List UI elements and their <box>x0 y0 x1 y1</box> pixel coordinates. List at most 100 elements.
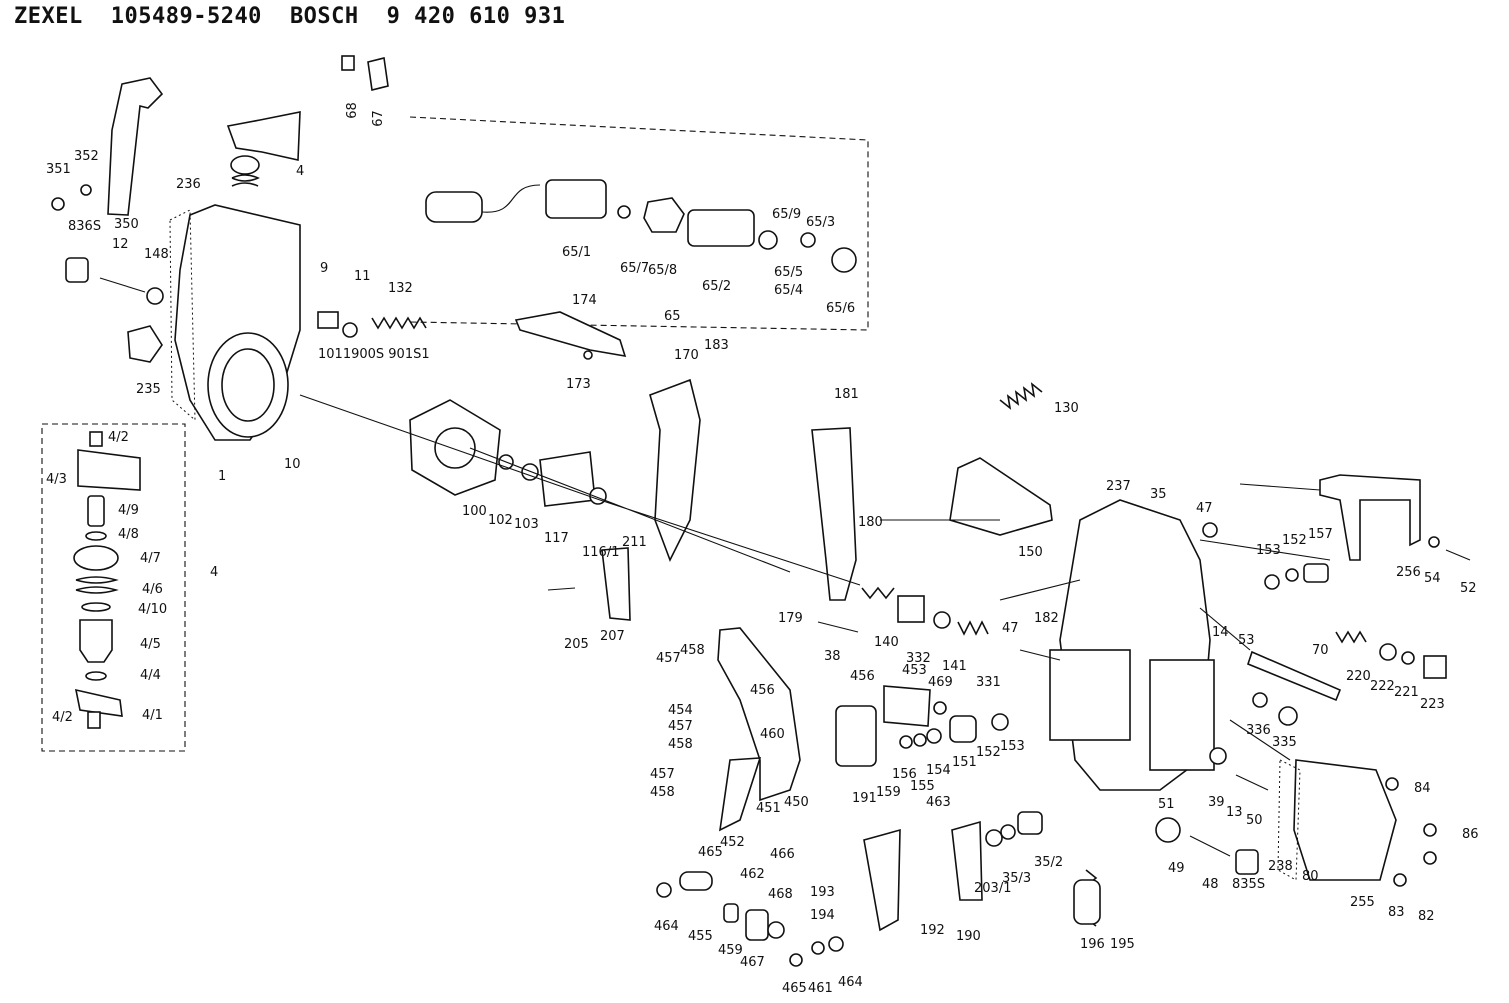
body-4-5 <box>79 619 113 663</box>
label-194: 194 <box>810 908 835 923</box>
label-4-top: 4 <box>296 164 305 179</box>
ring-141 <box>933 611 951 629</box>
label-191: 191 <box>852 791 877 806</box>
label-4-box: 4 <box>210 565 219 580</box>
nut-465b <box>789 953 803 967</box>
label-51: 51 <box>1158 797 1175 812</box>
label-68: 68 <box>344 102 360 119</box>
nut-469 <box>933 701 947 715</box>
plate-453 <box>883 685 931 727</box>
label-50: 50 <box>1246 813 1263 828</box>
label-466: 466 <box>770 847 795 862</box>
part-65-connector <box>425 191 483 223</box>
label-65-1: 65/1 <box>562 245 592 260</box>
spring-132 <box>371 316 427 330</box>
cap-235 <box>127 325 163 363</box>
label-255: 255 <box>1350 895 1375 910</box>
sleeve-459 <box>723 903 739 923</box>
screw-12 <box>99 277 146 293</box>
label-102: 102 <box>488 513 513 528</box>
label-468: 468 <box>768 887 793 902</box>
label-170: 170 <box>674 348 699 363</box>
label-65: 65 <box>664 309 681 324</box>
label-455: 455 <box>688 929 713 944</box>
label-179: 179 <box>778 611 803 626</box>
label-220: 220 <box>1346 669 1371 684</box>
lever-452 <box>718 757 762 832</box>
label-4-6: 4/6 <box>142 582 163 597</box>
label-100: 100 <box>462 504 487 519</box>
bolt-83 <box>1393 873 1407 887</box>
plug-835s <box>1235 849 1259 875</box>
sleeve-117 <box>539 451 596 507</box>
label-157: 157 <box>1308 527 1333 542</box>
label-48: 48 <box>1202 877 1219 892</box>
label-183: 183 <box>704 338 729 353</box>
label-350: 350 <box>114 217 139 232</box>
label-132: 132 <box>388 281 413 296</box>
label-65-5: 65/5 <box>774 265 804 280</box>
label-351: 351 <box>46 162 71 177</box>
washer-103 <box>521 463 539 481</box>
lever-174 <box>514 311 627 358</box>
label-235: 235 <box>136 382 161 397</box>
nut-222 <box>1379 643 1397 661</box>
label-35-3: 35/3 <box>1002 871 1032 886</box>
washer-336 <box>1252 692 1268 708</box>
screw-4-2b <box>87 711 101 729</box>
label-65-4: 65/4 <box>774 283 804 298</box>
washer-54 <box>1428 536 1440 548</box>
stud-182 <box>999 579 1081 601</box>
label-10: 10 <box>284 457 301 472</box>
label-236: 236 <box>176 177 201 192</box>
label-47a: 47 <box>1002 621 1019 636</box>
label-156: 156 <box>892 767 917 782</box>
plug-35-2 <box>1017 811 1043 835</box>
label-465b: 465 <box>782 981 807 996</box>
label-237: 237 <box>1106 479 1131 494</box>
ring-4-4 <box>85 671 107 681</box>
label-457a: 457 <box>656 651 681 666</box>
label-456a: 456 <box>750 683 775 698</box>
label-82: 82 <box>1418 909 1435 924</box>
label-159: 159 <box>876 785 901 800</box>
lever-170 <box>649 378 701 562</box>
label-4-9: 4/9 <box>118 503 139 518</box>
label-461: 461 <box>808 981 833 996</box>
washer-461 <box>811 941 825 955</box>
washer-173 <box>583 350 593 360</box>
label-4-7: 4/7 <box>140 551 161 566</box>
label-65-3: 65/3 <box>806 215 836 230</box>
label-182: 182 <box>1034 611 1059 626</box>
label-456b: 456 <box>850 669 875 684</box>
label-336: 336 <box>1246 723 1271 738</box>
label-211: 211 <box>622 535 647 550</box>
washer-464b <box>828 936 844 952</box>
header-brand-bosch: BOSCH <box>289 4 359 29</box>
label-457b: 457 <box>668 719 693 734</box>
label-1011900s: 1011900S 901S1 <box>318 347 430 362</box>
label-65-2: 65/2 <box>702 279 732 294</box>
clip-67 <box>367 57 389 91</box>
label-223: 223 <box>1420 697 1445 712</box>
lever-450 <box>717 627 801 802</box>
spring-4-6 <box>75 576 119 594</box>
plate-9 <box>317 311 339 329</box>
cover-80 <box>1293 759 1397 881</box>
label-4-8: 4/8 <box>118 527 139 542</box>
label-195: 195 <box>1110 937 1135 952</box>
bolt-82 <box>1423 851 1437 865</box>
label-117: 117 <box>544 531 569 546</box>
label-151: 151 <box>952 755 977 770</box>
label-196: 196 <box>1080 937 1105 952</box>
nut-332 <box>897 595 925 623</box>
cap-223 <box>1423 655 1447 679</box>
label-180: 180 <box>858 515 883 530</box>
label-14: 14 <box>1212 625 1229 640</box>
part-151 <box>949 715 977 743</box>
washer-464a <box>656 882 672 898</box>
ring-155 <box>913 733 927 747</box>
label-1: 1 <box>218 469 227 484</box>
label-9: 9 <box>320 261 329 276</box>
